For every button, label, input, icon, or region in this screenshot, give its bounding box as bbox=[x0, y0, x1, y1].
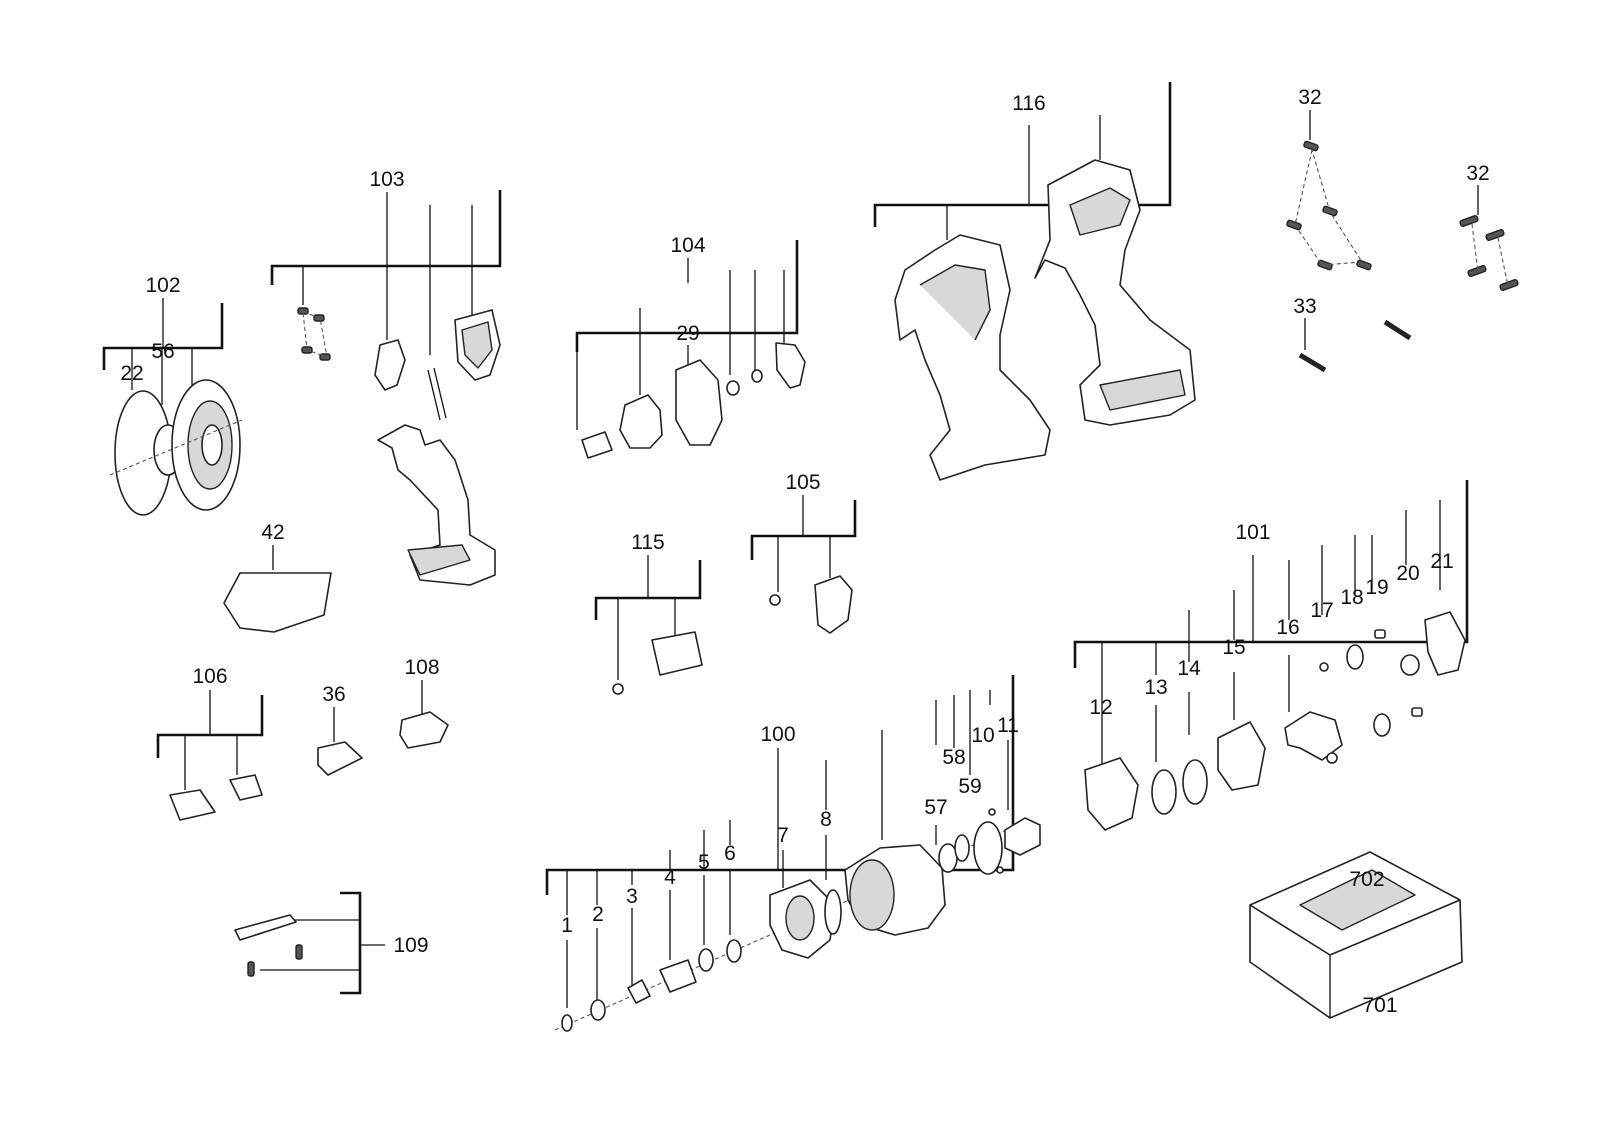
bracket-103 bbox=[270, 190, 502, 285]
callout-56: 56 bbox=[151, 340, 174, 363]
group-100 bbox=[545, 675, 1041, 1032]
callout-101: 101 bbox=[1235, 521, 1270, 544]
callout-104: 104 bbox=[670, 234, 705, 257]
callout-11: 11 bbox=[997, 714, 1019, 737]
group-36 bbox=[317, 707, 363, 776]
anvil-housing-part bbox=[1084, 757, 1139, 831]
group-101 bbox=[1073, 480, 1469, 831]
callout-3: 3 bbox=[626, 885, 638, 908]
ring-14-part bbox=[1182, 759, 1208, 805]
clip-part bbox=[229, 774, 263, 801]
switch-block-part bbox=[651, 631, 703, 676]
callout-7: 7 bbox=[777, 824, 789, 847]
fan-part bbox=[619, 394, 663, 449]
gear-18-part bbox=[1346, 644, 1364, 670]
callout-105: 105 bbox=[785, 471, 820, 494]
slider-part bbox=[169, 789, 216, 821]
spring-part bbox=[1217, 721, 1266, 791]
callout-18: 18 bbox=[1340, 586, 1363, 609]
callout-8: 8 bbox=[820, 808, 832, 831]
spindle-part bbox=[1004, 817, 1041, 856]
callout-21: 21 bbox=[1430, 550, 1453, 573]
callout-14: 14 bbox=[1177, 657, 1201, 680]
callout-labels: 1 2 3 4 5 6 7 8 10 11 12 13 14 15 16 17 … bbox=[120, 86, 1489, 1017]
bracket-116 bbox=[873, 82, 1172, 227]
callout-108: 108 bbox=[404, 656, 439, 679]
callout-59: 59 bbox=[958, 775, 981, 798]
group-103 bbox=[270, 190, 502, 586]
callout-6: 6 bbox=[724, 842, 736, 865]
group-108 bbox=[399, 680, 449, 749]
group-42 bbox=[223, 545, 332, 633]
callout-103: 103 bbox=[369, 168, 404, 191]
bit-part bbox=[581, 431, 613, 459]
callout-2: 2 bbox=[592, 903, 604, 926]
callout-12: 12 bbox=[1089, 696, 1112, 719]
group-116 bbox=[873, 82, 1196, 481]
callout-115: 115 bbox=[631, 531, 664, 554]
sleeve-part bbox=[659, 959, 697, 993]
callout-5: 5 bbox=[698, 851, 710, 874]
group-106 bbox=[156, 690, 264, 821]
callout-109: 109 bbox=[393, 934, 428, 957]
callout-13: 13 bbox=[1144, 676, 1167, 699]
bracket-part bbox=[374, 339, 406, 391]
callout-20: 20 bbox=[1396, 562, 1419, 585]
trigger-part bbox=[317, 741, 363, 776]
callout-116: 116 bbox=[1012, 92, 1045, 115]
callout-1: 1 bbox=[561, 914, 573, 937]
callout-22: 22 bbox=[120, 362, 143, 385]
cover-part bbox=[399, 711, 449, 749]
washer-part bbox=[775, 342, 806, 389]
bracket-109 bbox=[340, 891, 362, 995]
callout-29: 29 bbox=[676, 322, 699, 345]
group-case bbox=[1249, 851, 1463, 1019]
group-screws-32-33 bbox=[1286, 110, 1519, 373]
callout-102: 102 bbox=[145, 274, 180, 297]
callout-19: 19 bbox=[1365, 576, 1388, 599]
callout-32-top: 32 bbox=[1298, 86, 1321, 109]
callout-42: 42 bbox=[261, 521, 284, 544]
callout-32-right: 32 bbox=[1466, 162, 1489, 185]
callout-100: 100 bbox=[760, 723, 795, 746]
callout-17: 17 bbox=[1310, 599, 1333, 622]
callout-36: 36 bbox=[322, 683, 345, 706]
callout-106: 106 bbox=[192, 665, 227, 688]
callout-10: 10 bbox=[971, 724, 994, 747]
callout-57: 57 bbox=[924, 796, 947, 819]
electronics-board-part bbox=[377, 424, 496, 586]
group-104 bbox=[575, 240, 806, 459]
callout-16: 16 bbox=[1276, 616, 1299, 639]
callout-58: 58 bbox=[942, 746, 965, 769]
callout-4: 4 bbox=[664, 866, 676, 889]
ring-13-part bbox=[1151, 769, 1177, 815]
callout-701: 701 bbox=[1362, 994, 1397, 1017]
bracket-100 bbox=[545, 675, 1015, 895]
washer-20-part bbox=[1400, 654, 1420, 676]
group-115 bbox=[594, 555, 703, 695]
bearing-cover-part bbox=[675, 359, 723, 446]
right-housing-part bbox=[1034, 159, 1196, 426]
cover-plate-part bbox=[814, 575, 853, 634]
ring-gear-part bbox=[1424, 611, 1466, 676]
group-105 bbox=[750, 495, 857, 634]
label-part bbox=[223, 572, 332, 633]
group-109 bbox=[234, 891, 385, 995]
callout-702: 702 bbox=[1349, 868, 1384, 891]
belt-clip-part bbox=[234, 914, 297, 941]
bracket-101 bbox=[1073, 480, 1469, 668]
callout-33: 33 bbox=[1293, 295, 1316, 318]
group-102 bbox=[102, 298, 243, 516]
callout-15: 15 bbox=[1222, 636, 1245, 659]
